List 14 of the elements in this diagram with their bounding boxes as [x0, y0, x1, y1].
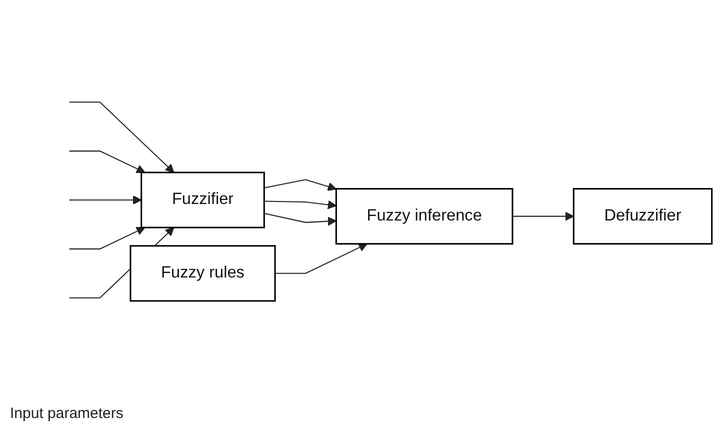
node-box: Fuzzifier — [140, 172, 265, 228]
arrow — [69, 150, 146, 174]
arrow — [69, 196, 142, 204]
input-label: Input parameters — [10, 405, 124, 422]
arrow — [69, 102, 174, 173]
arrow — [264, 200, 337, 210]
arrow — [275, 243, 368, 274]
node-box: Defuzzifier — [572, 188, 713, 245]
arrow — [264, 212, 337, 226]
arrow — [512, 212, 574, 221]
arrow — [69, 226, 146, 250]
arrow — [264, 179, 337, 191]
node-box: Fuzzy rules — [130, 245, 276, 302]
node-box: Fuzzy inference — [335, 188, 514, 245]
